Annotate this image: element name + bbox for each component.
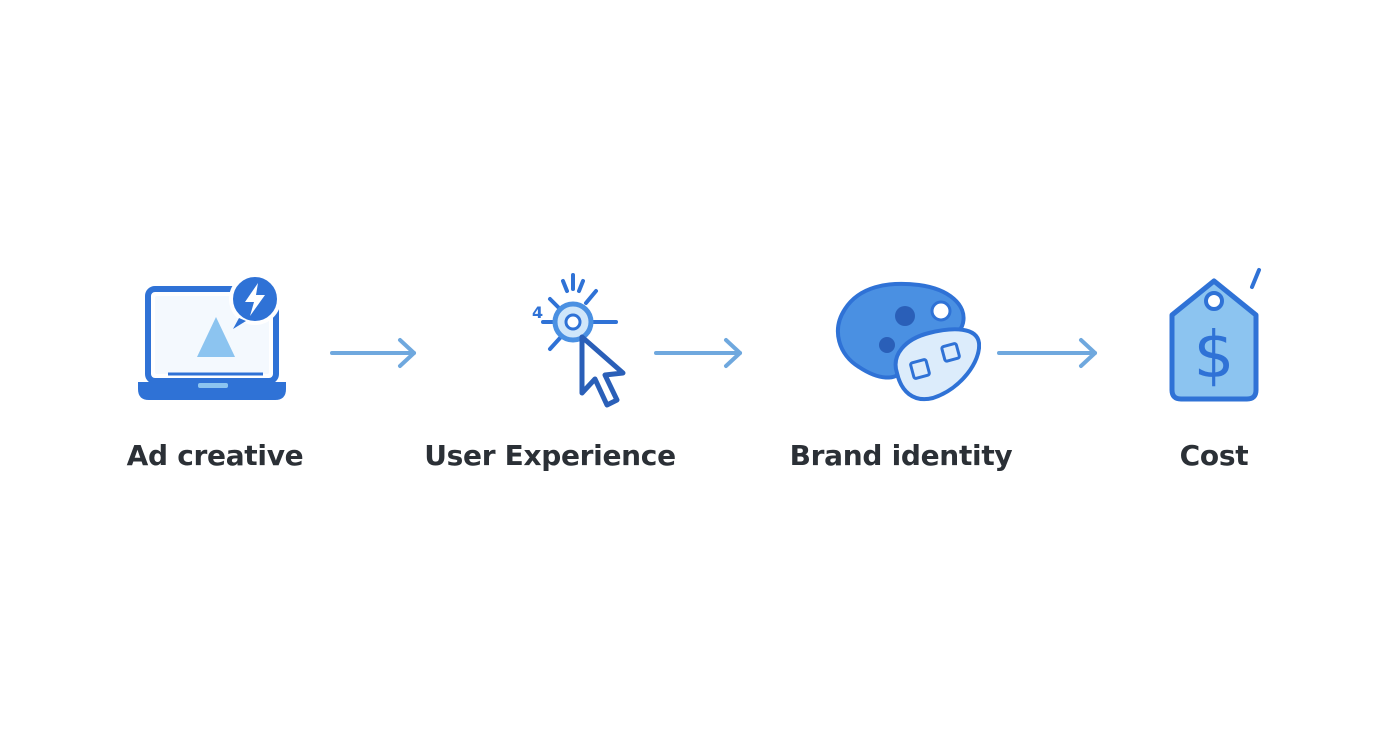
step-label: Ad creative <box>126 439 304 472</box>
cursor-click-icon: 4 <box>532 273 626 408</box>
step-label: Brand identity <box>789 439 1013 472</box>
step-label: User Experience <box>424 439 676 472</box>
palette-icon <box>835 281 981 402</box>
laptop-lightning-icon <box>138 273 286 400</box>
svg-text:$: $ <box>1194 319 1235 393</box>
step-label: Cost <box>1179 439 1249 472</box>
step-brand-identity: Brand identity <box>771 265 1031 495</box>
arrow-right-icon <box>654 338 742 368</box>
arrow-right-icon <box>997 338 1097 368</box>
price-tag-dollar-icon: $ <box>1169 268 1261 402</box>
step-user-experience: 4 User Experience <box>420 265 680 495</box>
svg-text:4: 4 <box>532 303 543 322</box>
step-cost: $ Cost <box>1084 265 1344 495</box>
step-ad-creative: Ad creative <box>85 265 345 495</box>
arrow-right-icon <box>330 338 416 368</box>
